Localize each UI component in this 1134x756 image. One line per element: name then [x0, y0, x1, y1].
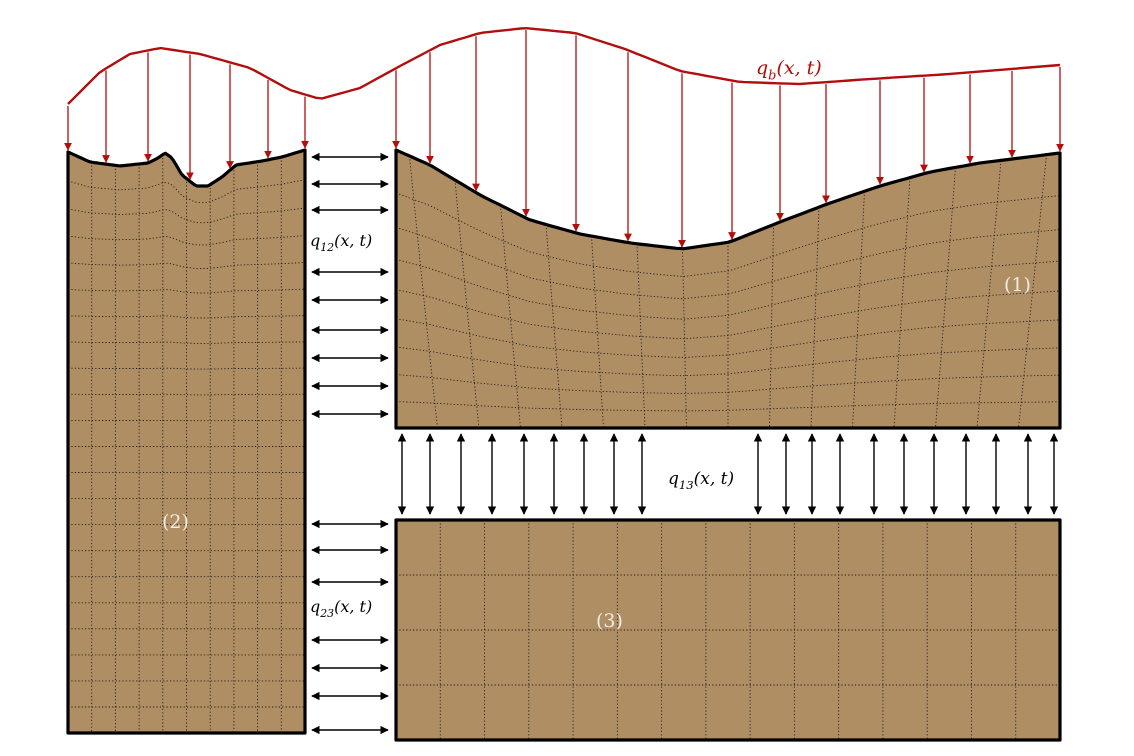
domain-3-mesh — [396, 520, 1060, 740]
domain-3-label: (3) — [596, 610, 623, 632]
mesh-line — [68, 235, 305, 246]
domain-2-mesh — [68, 154, 305, 733]
mesh-line — [769, 224, 774, 428]
flux-13-label: q13(x, t) — [668, 469, 734, 492]
mesh-line — [852, 191, 865, 428]
mesh-line — [636, 243, 646, 428]
mesh-line — [545, 224, 563, 428]
mesh-line — [893, 177, 911, 428]
surface-load-curve — [67, 26, 1061, 105]
domain-2-outline — [66, 148, 307, 735]
flux-23-arrows — [311, 519, 389, 735]
mesh-line — [68, 393, 305, 396]
flux-13-arrows — [397, 433, 1059, 515]
mesh-line — [409, 155, 438, 428]
mesh-line — [682, 248, 687, 428]
mesh-line — [935, 167, 956, 428]
mesh-line — [396, 258, 1060, 320]
domain-1-label: (1) — [1004, 274, 1031, 296]
mesh-line — [68, 341, 305, 344]
flux-12-arrows — [311, 152, 389, 419]
domain-1-mesh — [396, 154, 1060, 428]
domain-1-outline — [394, 148, 1062, 430]
mesh-line — [810, 207, 820, 428]
mesh-line — [500, 205, 521, 428]
mesh-line — [976, 160, 1002, 428]
domain-1-region — [396, 150, 1060, 428]
mesh-line — [68, 367, 305, 370]
mesh-line — [396, 346, 1060, 377]
mesh-line — [68, 315, 305, 319]
domain-3-region — [396, 520, 1060, 740]
domain-3-outline — [394, 518, 1062, 742]
mesh-line — [591, 236, 604, 428]
surface-load-arrows — [64, 30, 1064, 248]
mesh-line — [396, 289, 1060, 340]
mesh-line — [396, 192, 1060, 277]
mesh-line — [396, 318, 1060, 358]
domain-2-label: (2) — [162, 511, 189, 533]
mesh-line — [68, 288, 305, 294]
mesh-line — [68, 179, 305, 204]
flux-23-label: q23(x, t) — [310, 597, 372, 620]
flux-12-label: q12(x, t) — [310, 231, 372, 254]
mesh-line — [396, 374, 1060, 394]
surface-load-label: qb(x, t) — [756, 57, 822, 84]
